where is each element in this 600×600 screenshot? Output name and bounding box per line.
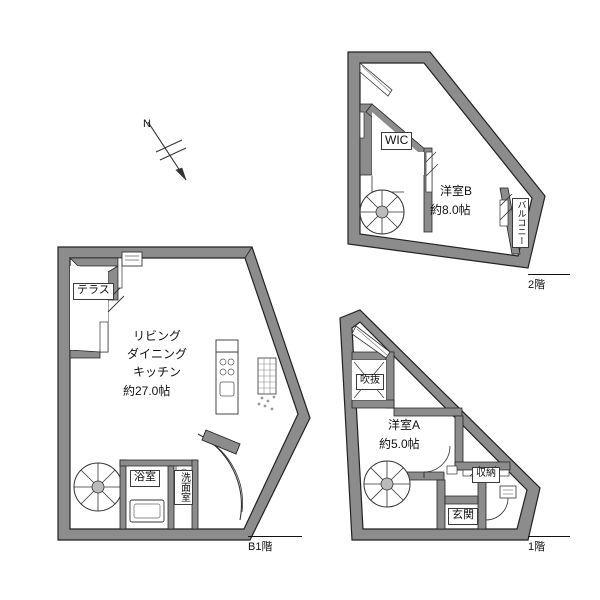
room-area-room-a: 約5.0帖 xyxy=(379,437,420,451)
north-compass-icon xyxy=(147,121,187,181)
room-label-closet: 収納 xyxy=(472,467,500,483)
floor-tag-1f: 1階 xyxy=(528,536,570,554)
room-label-entrance: 玄関 xyxy=(448,508,478,525)
floor-tag-1f-text: 1階 xyxy=(528,541,546,553)
room-label-ldk-line3: キッチン xyxy=(133,365,182,379)
room-label-void: 吹抜 xyxy=(356,374,384,390)
floor-1f-plan xyxy=(339,309,541,541)
floor-tag-2f: 2階 xyxy=(528,274,570,292)
floor-b1f-plan xyxy=(57,246,311,541)
spiral-stair-1f xyxy=(363,460,411,508)
spiral-stair-b1f xyxy=(73,462,123,512)
north-label: N xyxy=(143,118,151,130)
room-label-room-b: 洋室B xyxy=(440,184,473,198)
floor-tag-b1f-text: B1階 xyxy=(248,541,273,553)
spiral-stair-2f xyxy=(359,189,405,235)
room-area-room-b: 約8.0帖 xyxy=(430,203,471,217)
room-label-ldk-line2: ダイニング xyxy=(127,347,188,361)
room-area-ldk: 約27.0帖 xyxy=(123,384,171,398)
floor-tag-2f-text: 2階 xyxy=(528,279,546,291)
room-label-bath: 浴室 xyxy=(130,470,160,487)
room-label-washroom: 洗面室 xyxy=(174,470,193,505)
room-label-ldk-line1: リビング xyxy=(133,329,182,343)
room-label-wic: WIC xyxy=(381,132,413,150)
floor-tag-b1f: B1階 xyxy=(248,536,302,554)
room-label-terrace: テラス xyxy=(73,283,114,300)
room-label-room-a: 洋室A xyxy=(388,418,421,432)
room-label-balcony: バルコニー xyxy=(512,198,530,248)
